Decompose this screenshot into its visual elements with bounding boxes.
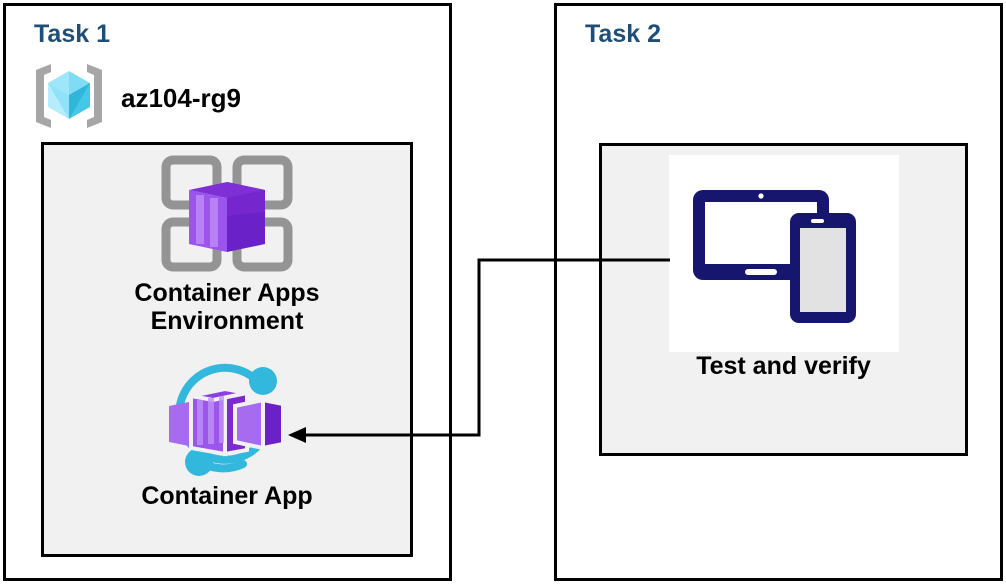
task-1-title: Task 1 [34, 20, 110, 48]
node-label-container-apps-environment: Container Apps Environment [134, 279, 320, 335]
resource-group-row: az104-rg9 [31, 60, 241, 137]
devices-tablet-phone-icon [689, 176, 879, 331]
node-label-test-and-verify: Test and verify [696, 352, 871, 380]
device-icon-plate [668, 155, 899, 352]
azure-container-app-icon [151, 362, 303, 482]
resource-group-name: az104-rg9 [121, 83, 241, 113]
node-container-apps-environment[interactable]: Container Apps Environment [41, 152, 413, 335]
azure-container-apps-environment-icon [157, 152, 297, 279]
node-container-app[interactable]: Container App [41, 362, 413, 510]
azure-resource-group-icon [31, 60, 107, 137]
node-label-container-app: Container App [141, 482, 313, 510]
task-2-title: Task 2 [585, 20, 661, 48]
node-test-and-verify[interactable]: Test and verify [599, 155, 968, 380]
